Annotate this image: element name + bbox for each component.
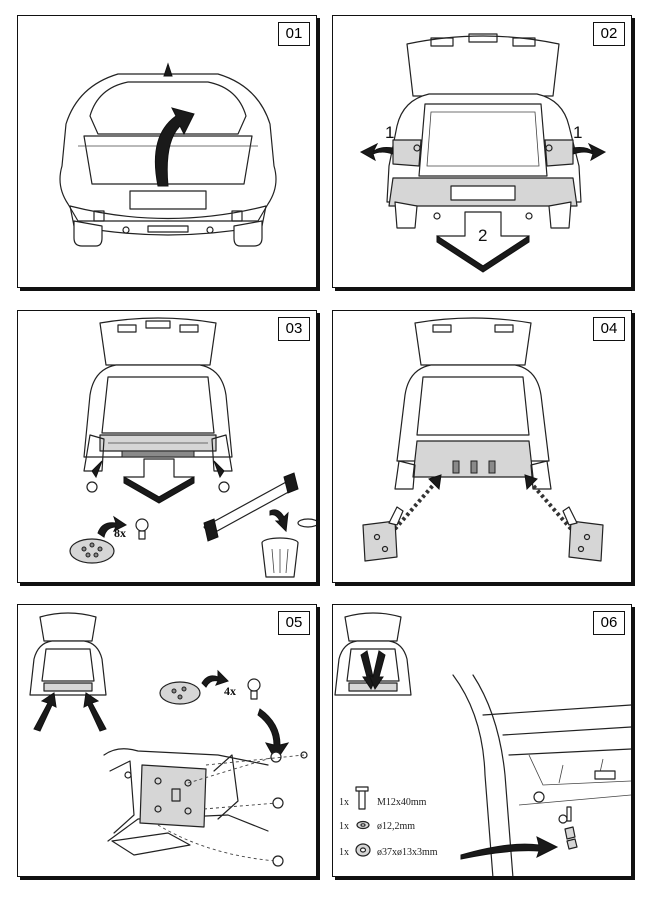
step-number: 06 [593, 611, 625, 635]
step-panel-05: 05 4x [17, 604, 317, 877]
part-2-qty: 1x [339, 821, 349, 832]
part-2-spec: ø12,2mm [377, 821, 415, 832]
bracket-install-illustration [362, 317, 604, 562]
part-3-qty: 1x [339, 847, 349, 858]
step-panel-06: 06 1x M12x40mm 1x ø12,2mm 1x [332, 604, 632, 877]
step-number: 02 [593, 22, 625, 46]
bumper-removal-illustration: 8x [69, 317, 316, 578]
step-number: 01 [278, 22, 310, 46]
parts-list: 1x M12x40mm 1x ø12,2mm 1x ø37xø13x3mm [339, 786, 438, 858]
step-panel-02: 02 1 1 2 [332, 15, 632, 288]
step-panel-03: 03 8x [17, 310, 317, 583]
car-rear-open-illustration: 1 1 2 [359, 33, 607, 273]
quantity-label: 4x [224, 684, 236, 698]
quantity-label: 8x [114, 526, 126, 540]
part-1-qty: 1x [339, 797, 349, 808]
step-number: 03 [278, 317, 310, 341]
car-rear-closed-illustration [59, 62, 277, 247]
part-1-spec: M12x40mm [377, 797, 427, 808]
step-number: 05 [278, 611, 310, 635]
step-panel-04: 04 [332, 310, 632, 583]
part-3-spec: ø37xø13x3mm [377, 847, 438, 858]
bracket-bolting-illustration: 4x [29, 612, 308, 867]
towbar-fixing-illustration: 1x M12x40mm 1x ø12,2mm 1x ø37xø13x3mm [334, 612, 631, 876]
callout-1-left: 1 [385, 123, 394, 142]
step-panel-01: 01 [17, 15, 317, 288]
callout-1-right: 1 [573, 123, 582, 142]
step-number: 04 [593, 317, 625, 341]
callout-2: 2 [478, 226, 487, 245]
